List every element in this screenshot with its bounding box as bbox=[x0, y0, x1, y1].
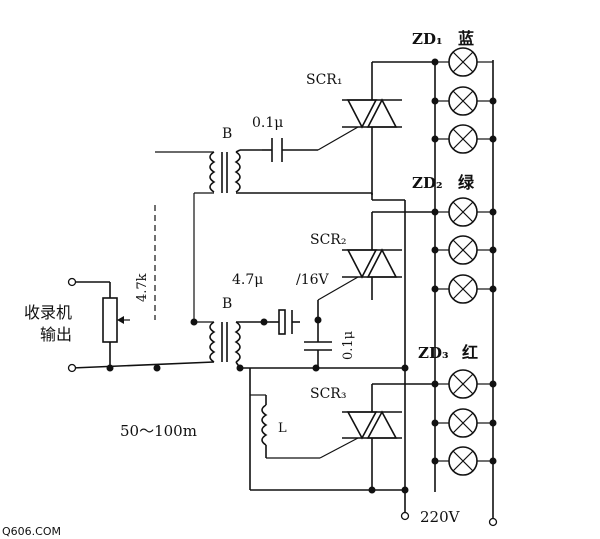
mains-terminal-right bbox=[488, 517, 498, 527]
label-source-line1: 收录机 bbox=[24, 303, 72, 322]
label-resistor: 4.7k bbox=[135, 273, 150, 302]
label-source-line2: 输出 bbox=[40, 325, 72, 344]
lamp-group-red bbox=[435, 369, 493, 476]
label-zd2-color: 绿 bbox=[458, 173, 475, 192]
junction-dot bbox=[260, 318, 268, 326]
scr2-symbol bbox=[317, 193, 435, 301]
lamp-icon bbox=[435, 235, 493, 265]
label-cap-mid: 4.7μ bbox=[232, 272, 263, 288]
transformer-bottom bbox=[71, 193, 405, 369]
label-scr2: SCR₂ bbox=[310, 232, 346, 248]
input-terminal-top bbox=[67, 277, 77, 287]
label-inductor: L bbox=[278, 421, 287, 436]
label-zd3-color: 红 bbox=[462, 343, 478, 362]
junction-dot bbox=[190, 318, 198, 326]
lamp-group-blue bbox=[435, 47, 493, 154]
label-scr1: SCR₁ bbox=[306, 72, 342, 88]
lamp-icon bbox=[435, 274, 493, 304]
inductor-L bbox=[249, 368, 320, 490]
label-zd1-color: 蓝 bbox=[458, 29, 474, 48]
capacitor-0.1u-top bbox=[262, 138, 318, 162]
label-zd2: ZD₂ bbox=[412, 174, 443, 192]
label-cap-low: 0.1μ bbox=[341, 331, 356, 360]
label-b-bottom: B bbox=[222, 296, 232, 312]
junction-dot bbox=[153, 364, 161, 372]
label-zd1: ZD₁ bbox=[412, 30, 443, 48]
transformer-top bbox=[155, 149, 372, 194]
label-b-top: B bbox=[222, 126, 232, 142]
lamp-icon bbox=[435, 369, 493, 399]
junction-dot bbox=[236, 364, 244, 372]
label-distance: 50～100m bbox=[120, 422, 197, 440]
rail-junctions bbox=[431, 58, 497, 465]
junction-dot bbox=[106, 364, 114, 372]
scr3-symbol bbox=[319, 383, 435, 490]
potentiometer-4.7k bbox=[102, 297, 130, 368]
input-terminal-bottom bbox=[67, 363, 77, 373]
scr1-symbol bbox=[317, 61, 435, 195]
label-scr3: SCR₃ bbox=[310, 386, 346, 402]
lamp-icon bbox=[435, 47, 493, 77]
lamp-group-green bbox=[435, 197, 493, 304]
lamp-icon bbox=[435, 86, 493, 116]
lamp-icon bbox=[435, 446, 493, 476]
capacitor-4.7u bbox=[270, 309, 300, 335]
mains-terminal-left bbox=[400, 511, 410, 521]
label-cap-mid-voltage: /16V bbox=[296, 272, 330, 288]
lamp-icon bbox=[435, 197, 493, 227]
watermark: Q606.COM bbox=[2, 525, 61, 538]
lamp-icon bbox=[435, 408, 493, 438]
label-zd3: ZD₃ bbox=[418, 344, 449, 362]
junction-dot bbox=[401, 364, 409, 372]
capacitor-0.1u-low bbox=[304, 320, 332, 368]
label-cap-top: 0.1μ bbox=[252, 115, 283, 131]
label-mains: 220V bbox=[420, 508, 461, 526]
junction-dot bbox=[368, 486, 376, 494]
junction-dot bbox=[401, 486, 409, 494]
lamp-icon bbox=[435, 124, 493, 154]
